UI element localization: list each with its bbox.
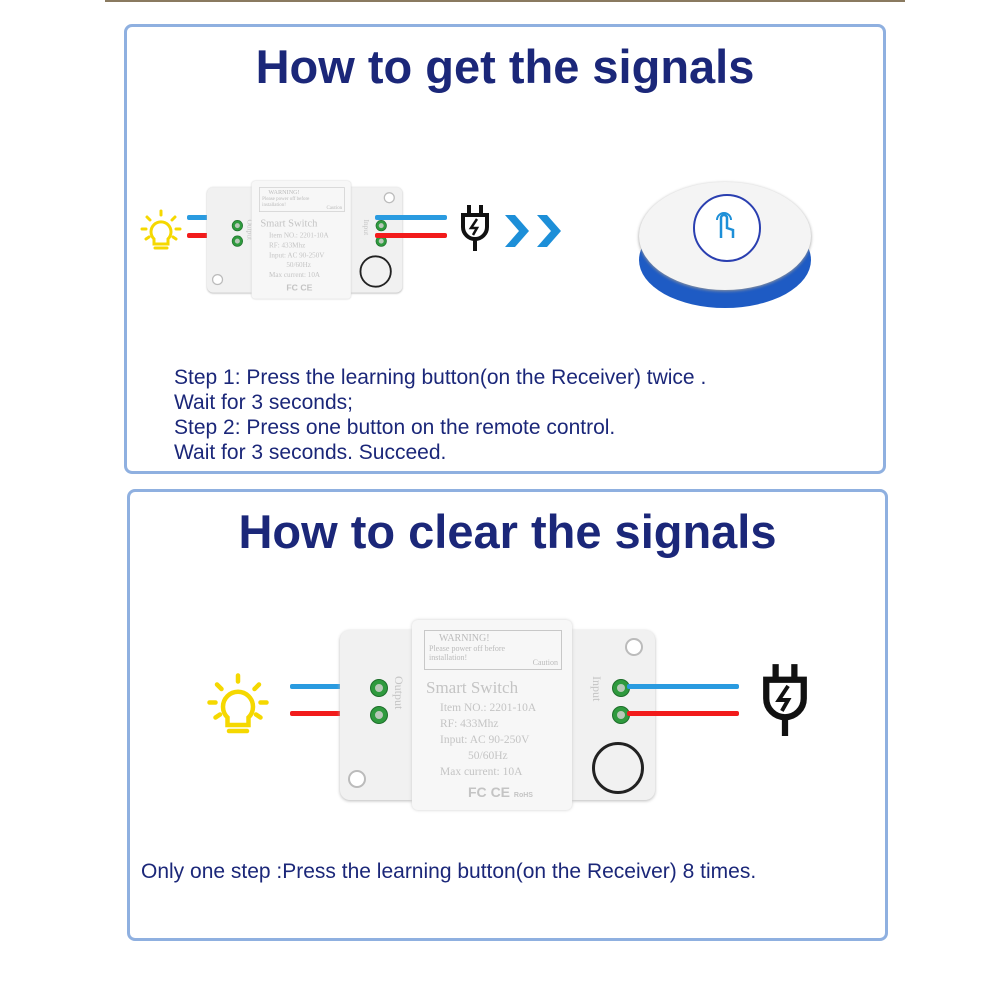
section-title: How to get the signals (255, 40, 755, 93)
steps-list: Only one step :Press the learning button… (141, 859, 756, 884)
section-title: How to clear the signals (238, 505, 777, 558)
learning-button[interactable] (359, 255, 392, 288)
step-line: Wait for 3 seconds; (174, 391, 353, 414)
remote-control[interactable] (639, 182, 811, 308)
light-bulb-icon (207, 673, 269, 734)
wire-live-in (627, 711, 739, 716)
learning-button[interactable] (592, 742, 644, 794)
power-plug-icon (763, 664, 807, 736)
light-bulb-icon (140, 209, 182, 250)
step-line: Step 1: Press the learning button(on the… (174, 366, 707, 389)
step-line: Only one step :Press the learning button… (141, 860, 757, 883)
wire-neutral (290, 684, 372, 689)
touch-finger-icon (716, 212, 735, 238)
clear-signals-panel: How to clear the signals Output Input WA… (127, 489, 888, 941)
step-line: Wait for 3 seconds. Succeed. (174, 441, 447, 464)
chevrons-right-icon (505, 215, 561, 247)
get-signals-panel: How to get the signals Output Input WARN… (124, 24, 886, 474)
wire-live (290, 711, 372, 716)
wire-neutral-in (375, 215, 447, 220)
wire-neutral-in (627, 684, 739, 689)
steps-list: Step 1: Press the learning button(on the… (174, 365, 706, 465)
step-line: Step 2: Press one button on the remote c… (174, 416, 616, 439)
power-plug-icon (461, 205, 489, 251)
smart-switch-receiver: Output Input WARNING!Please power off be… (340, 620, 655, 810)
smart-switch-receiver: Output Input WARNING!Please power off be… (207, 181, 403, 299)
top-divider (105, 0, 905, 2)
wire-live-in (375, 233, 447, 238)
